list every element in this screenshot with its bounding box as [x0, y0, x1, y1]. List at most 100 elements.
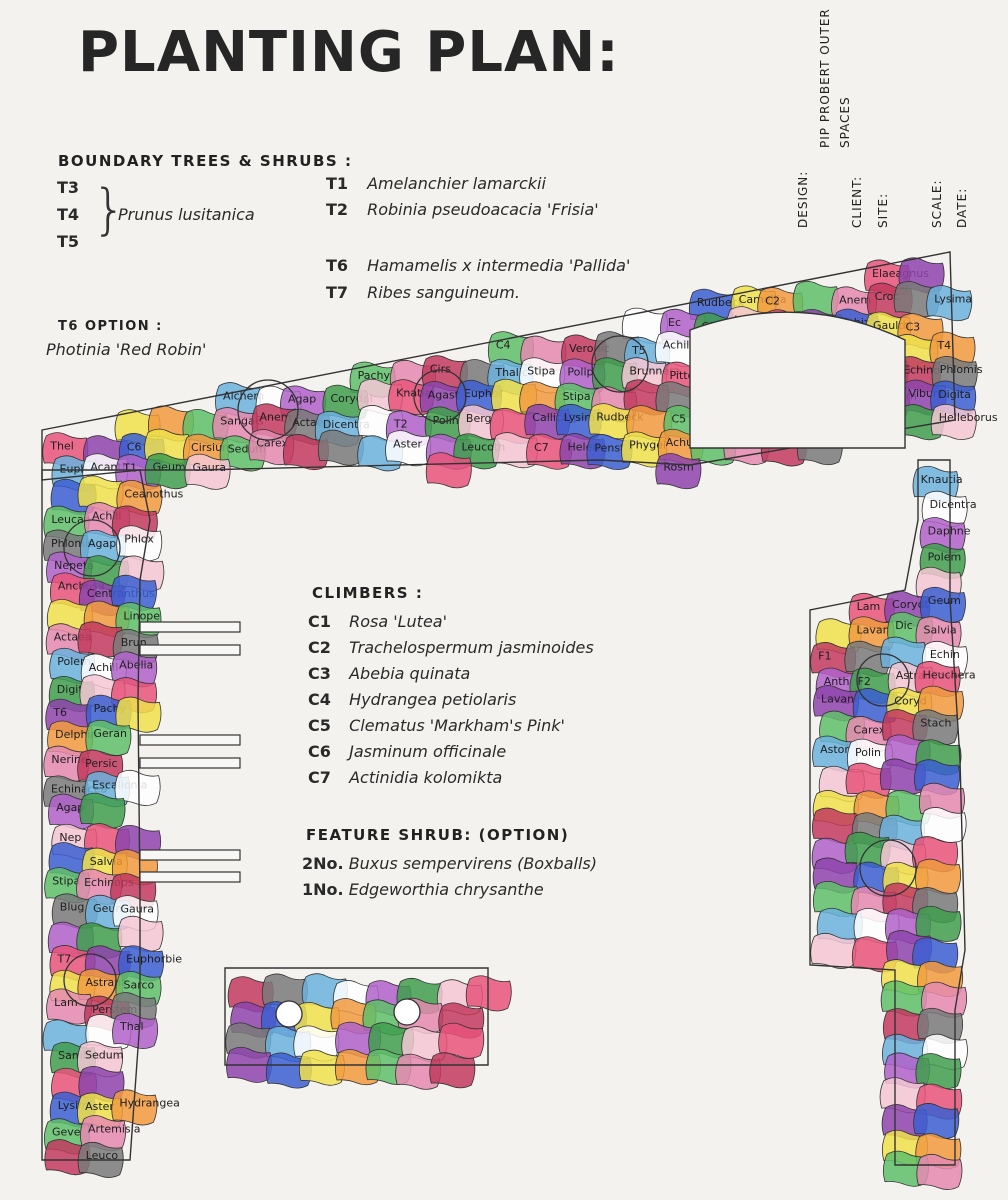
plant-label: C4 — [496, 339, 511, 352]
planting-patch — [395, 1053, 442, 1090]
feature-shrub-circle — [393, 998, 421, 1026]
plant-label: Lavan — [857, 624, 890, 637]
planting-patch — [429, 1052, 476, 1089]
plant-label: Phlomis — [940, 363, 983, 376]
group-code: T3 — [57, 178, 80, 197]
climber-item: C7 Actinidia kolomikta — [308, 768, 503, 787]
plant-label: Lavan — [821, 692, 854, 705]
plant-label: Astor — [820, 743, 849, 756]
plant-label: Euphorbie — [126, 953, 182, 966]
plant-label: Dicentra — [930, 498, 977, 511]
plant-label: Stipa — [563, 390, 591, 403]
plant-label: Artemisia — [88, 1122, 140, 1135]
plant-label: C3 — [905, 320, 920, 333]
plant-label: Stach — [920, 717, 951, 730]
plant-label: Achill — [89, 661, 119, 674]
plant-label: Ceanothus — [124, 487, 183, 500]
front-bed-outline — [224, 967, 489, 1066]
plant-label: C5 — [671, 412, 686, 425]
plant-label: Echino — [903, 363, 940, 376]
planting-patch — [79, 792, 126, 829]
trellis-panel — [139, 757, 241, 769]
plant-label: Euph — [60, 463, 88, 476]
tree-canopy-circle — [591, 335, 649, 393]
plant-label: T6 — [52, 706, 67, 719]
climbers-heading: CLIMBERS : — [312, 584, 424, 602]
planting-patch — [916, 1153, 963, 1190]
plant-label: Anem — [839, 294, 871, 307]
top-bed-outline — [41, 251, 956, 481]
plant-label: T1 — [122, 461, 137, 474]
planting-patch — [298, 1049, 345, 1086]
plant-label: Aster — [85, 1100, 114, 1113]
left-bed-outline — [41, 469, 151, 1161]
plant-label: C6 — [127, 440, 142, 453]
tree-canopy-circle — [237, 379, 299, 441]
plant-label: Hydrangea — [119, 1097, 180, 1110]
tree-canopy-circle — [859, 839, 917, 897]
plant-label: Lam — [857, 600, 881, 613]
plant-label: Cirs — [430, 363, 451, 376]
plant-label: Berg — [466, 412, 492, 425]
plant-label: Sedum — [85, 1049, 123, 1062]
boundary-heading: BOUNDARY TREES & SHRUBS : — [58, 152, 353, 170]
climber-item: C1 Rosa 'Lutea' — [308, 612, 447, 631]
trellis-panel — [139, 644, 241, 656]
trellis-panel — [139, 621, 241, 633]
climber-item: C3 Abebia quinata — [308, 664, 471, 683]
plant-label: C2 — [765, 294, 780, 307]
plant-label: Heuchera — [923, 668, 976, 681]
planting-patch — [926, 285, 973, 322]
planting-patch — [655, 453, 702, 490]
trellis-panel — [139, 871, 241, 883]
group-brace: } — [92, 178, 127, 241]
plant-label: Stipa — [527, 365, 555, 378]
plant-label: Geum — [928, 594, 961, 607]
planting-patch — [845, 762, 892, 799]
plant-label: Polem — [928, 550, 962, 563]
plant-label: Thel — [49, 439, 74, 452]
boundary-item: T6 Hamamelis x intermedia 'Pallida' — [326, 256, 631, 275]
plant-label: Phlox — [124, 533, 154, 546]
planting-patch — [810, 932, 857, 969]
feature-shrub-circle — [275, 1000, 303, 1028]
arch-structure — [689, 311, 906, 449]
plant-label: Stipa — [52, 875, 80, 888]
tree-canopy-circle — [856, 653, 910, 707]
plant-label: Agast — [428, 388, 460, 401]
boundary-item: T7 Ribes sanguineum. — [326, 283, 520, 302]
plant-label: Helleborus — [939, 411, 998, 424]
plant-label: Pachy — [358, 369, 391, 382]
plant-label: Agap — [288, 393, 316, 406]
climber-item: C5 Clematus 'Markham's Pink' — [308, 716, 565, 735]
plant-label: Carex — [854, 723, 886, 736]
plant-label: Daphne — [928, 524, 971, 537]
plant-label: Gaura — [121, 903, 155, 916]
plant-label: Lysima — [934, 292, 972, 305]
plant-label: Agap — [88, 537, 116, 550]
plant-label: Rosm — [663, 460, 693, 473]
plant-label: Geum — [153, 460, 186, 473]
plant-label: Anem — [259, 411, 291, 424]
plant-label: Persic — [85, 757, 117, 770]
plant-label: Croc — [875, 290, 900, 303]
tree-canopy-circle — [63, 519, 121, 577]
plant-label: Salvia — [924, 624, 957, 637]
plant-label: Gaura — [193, 461, 227, 474]
right-bed-outline — [809, 459, 966, 1166]
planting-patch — [465, 975, 512, 1012]
climber-item: C2 Trachelospermum jasminoides — [308, 638, 594, 657]
group-code: T5 — [57, 232, 80, 251]
plant-label: Geve — [52, 1126, 81, 1139]
trellis-panel — [139, 734, 241, 746]
plant-label: Echin — [930, 648, 960, 661]
plant-label: T2 — [393, 418, 408, 431]
plant-label: Penst — [594, 441, 625, 454]
plant-label: C7 — [534, 441, 549, 454]
feature-item: 1No. Edgeworthia chrysanthe — [302, 880, 544, 899]
boundary-item: T1 Amelanchier lamarckii — [326, 174, 546, 193]
plant-label: Aster — [393, 437, 422, 450]
